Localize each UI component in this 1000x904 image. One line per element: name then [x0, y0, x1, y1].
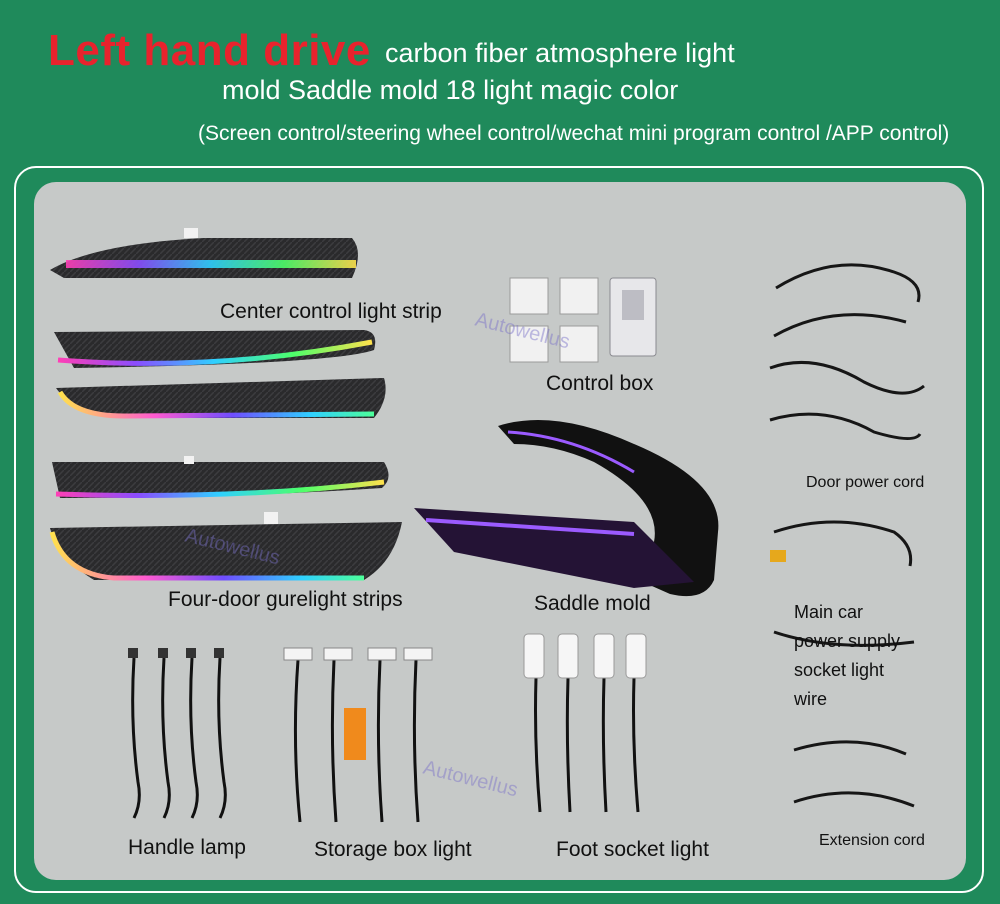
label-saddle: Saddle mold — [534, 592, 651, 615]
label-foot-socket: Foot socket light — [556, 838, 709, 861]
door-strip-1 — [54, 330, 376, 368]
label-door-power: Door power cord — [806, 474, 925, 491]
label-main-car-line-3: socket light — [794, 660, 885, 680]
label-four-door: Four-door gurelight strips — [168, 588, 403, 611]
subtitle-controls: (Screen control/steering wheel control/w… — [198, 122, 950, 145]
label-center-strip: Center control light strip — [220, 300, 442, 323]
title-line-1: carbon fiber atmosphere light — [385, 38, 735, 68]
product-illustration — [49, 228, 925, 823]
door-power-cords — [769, 263, 925, 440]
foot-socket-lights — [523, 633, 647, 813]
label-main-car-line-4: wire — [794, 689, 828, 709]
door-strip-3 — [52, 456, 389, 498]
title-line-2: mold Saddle mold 18 light magic color — [222, 75, 679, 105]
title-highlight: Left hand drive — [48, 26, 371, 75]
door-strip-2 — [56, 378, 386, 419]
label-extension: Extension cord — [819, 832, 925, 849]
label-main-car: Main car power supply socket light wire — [794, 598, 900, 714]
label-main-car-line-1: Main car — [794, 602, 864, 622]
label-control-box: Control box — [546, 372, 654, 395]
saddle-mold — [414, 420, 719, 597]
label-handle-lamp: Handle lamp — [128, 836, 246, 859]
outer-frame — [14, 166, 984, 893]
control-box-group — [509, 277, 657, 363]
door-strip-4 — [49, 512, 402, 581]
label-storage-box: Storage box light — [314, 838, 472, 861]
extension-cord-bundle — [793, 740, 915, 808]
handle-lamps — [128, 648, 227, 819]
storage-box-lights — [283, 647, 433, 823]
product-panel: Autowellus Autowellus Autowellus Autowel… — [34, 182, 966, 880]
main-power-wire — [770, 520, 915, 647]
center-control-strip — [50, 228, 358, 278]
label-main-car-line-2: power supply — [794, 631, 901, 651]
